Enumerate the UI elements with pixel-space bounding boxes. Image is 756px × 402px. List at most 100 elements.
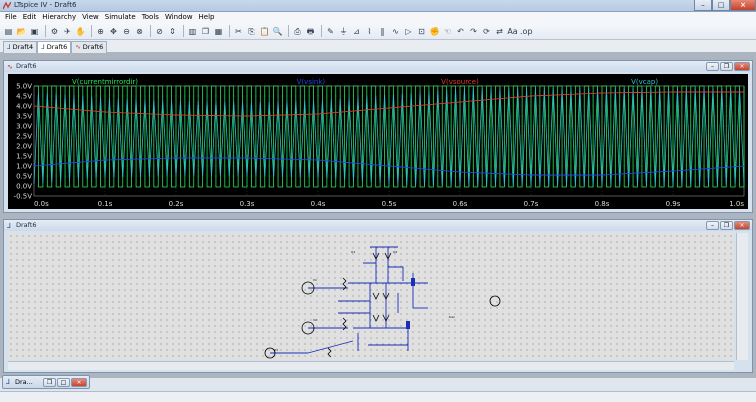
rotate-icon[interactable]: ⟳ <box>483 26 490 36</box>
mirror-icon[interactable]: ⇄ <box>496 26 503 36</box>
menu-view[interactable]: View <box>82 13 99 21</box>
control-panel-icon[interactable]: ⚙ <box>50 26 59 36</box>
y-tick-label: -0.5V <box>14 193 33 201</box>
y-tick-label: 0.0V <box>16 183 32 191</box>
save-icon[interactable]: ▣ <box>30 26 39 36</box>
x-tick-label: 0.0s <box>34 200 49 208</box>
maximize-button[interactable]: □ <box>57 378 70 387</box>
redo-icon[interactable]: ↷ <box>470 26 477 36</box>
restore-button[interactable]: ❐ <box>720 221 733 230</box>
print-preview-icon[interactable]: ⎙ <box>294 26 301 36</box>
menu-hierarchy[interactable]: Hierarchy <box>42 13 77 21</box>
resistor-icon[interactable]: ⌇ <box>367 26 372 36</box>
copy-icon[interactable]: ⎘ <box>248 26 255 36</box>
new-schematic-icon[interactable]: ▤ <box>4 26 13 36</box>
schematic-icon: ⅃ <box>6 378 10 386</box>
undo-icon[interactable]: ↶ <box>457 26 464 36</box>
minimize-button[interactable]: – <box>706 221 719 230</box>
menu-simulate[interactable]: Simulate <box>104 13 136 21</box>
y-tick-label: 1.0V <box>16 163 32 171</box>
minimize-button[interactable]: – <box>706 62 719 71</box>
component-icon[interactable]: ⊡ <box>418 26 425 36</box>
waveform-plot[interactable]: 5.0V4.5V4.0V3.5V3.0V2.5V2.0V1.5V1.0V0.5V… <box>8 74 750 211</box>
cancel-zoom-icon[interactable]: ⊘ <box>156 26 163 36</box>
label-net-icon[interactable]: ⊿ <box>353 26 360 36</box>
text-icon[interactable]: Aa <box>507 26 518 36</box>
y-tick-label: 2.0V <box>16 143 32 151</box>
y-tick-label: 4.0V <box>16 103 32 111</box>
capacitor-icon[interactable]: ‖ <box>380 26 385 36</box>
series-vsource-line <box>33 91 744 117</box>
minimize-button[interactable]: – <box>694 0 712 11</box>
window-title: LTspice IV - Draft6 <box>14 1 77 9</box>
tile-horizontal-icon[interactable]: ▥ <box>188 26 197 36</box>
ground-icon[interactable]: ⏚ <box>339 26 348 36</box>
inductor-icon[interactable]: ∿ <box>392 26 399 36</box>
close-button[interactable]: × <box>71 378 87 387</box>
tab-draft6-schematic[interactable]: ⅃Draft6 <box>37 41 72 53</box>
status-bar <box>0 391 756 402</box>
autorange-icon[interactable]: ⇕ <box>169 26 176 36</box>
waveform-window-titlebar[interactable]: ∿ Draft6 – ❐ × <box>4 61 752 72</box>
schematic-icon: ⅃ <box>7 222 11 230</box>
schematic-window-titlebar[interactable]: ⅃ Draft6 – ❐ × <box>4 220 752 231</box>
x-tick-label: 0.1s <box>98 200 113 208</box>
tab-draft6-waveform[interactable]: ∿Draft6 <box>71 41 108 53</box>
x-tick-label: 0.2s <box>169 200 184 208</box>
diode-icon[interactable]: ▷ <box>405 26 412 36</box>
waveform-icon: ∿ <box>7 63 13 71</box>
waveform-icon: ∿ <box>75 43 81 51</box>
find-icon[interactable]: 🔍 <box>272 26 283 36</box>
close-button[interactable]: × <box>730 0 756 11</box>
tab-draft4[interactable]: ⅃Draft4 <box>3 41 38 53</box>
menu-window[interactable]: Window <box>164 13 193 21</box>
y-tick-label: 0.5V <box>16 173 32 181</box>
restore-button[interactable]: ❐ <box>43 378 56 387</box>
pan-icon[interactable]: ✥ <box>110 26 117 36</box>
run-icon[interactable]: ✈ <box>64 26 71 36</box>
document-tabs: ⅃Draft4 ⅃Draft6 ∿Draft6 <box>0 40 756 53</box>
spice-directive-icon[interactable]: .op <box>520 26 533 36</box>
tile-vertical-icon[interactable]: ▦ <box>214 26 223 36</box>
zoom-in-icon[interactable]: ⊕ <box>97 26 104 36</box>
menu-file[interactable]: File <box>5 13 17 21</box>
cascade-icon[interactable]: ❐ <box>201 26 210 36</box>
y-tick-label: 1.5V <box>16 153 32 161</box>
y-tick-label: 2.5V <box>16 133 32 141</box>
close-button[interactable]: × <box>734 62 750 71</box>
menu-edit[interactable]: Edit <box>22 13 37 21</box>
toolbar: ▤ 📂 ▣ ⚙ ✈ ✋ ⊕ ✥ ⊖ ⊗ ⊘ ⇕ ▥ ❐ ▦ ✂ ⎘ 📋 🔍 ⎙ … <box>0 23 756 40</box>
svg-text:V1: V1 <box>313 278 317 282</box>
schematic-window: ⅃ Draft6 – ❐ × <box>3 219 753 373</box>
zoom-out-icon[interactable]: ⊖ <box>123 26 130 36</box>
y-tick-label: 3.5V <box>16 113 32 121</box>
menu-help[interactable]: Help <box>198 13 215 21</box>
move-icon[interactable]: ✊ <box>429 26 440 36</box>
open-icon[interactable]: 📂 <box>16 26 27 36</box>
x-tick-label: 0.8s <box>595 200 610 208</box>
zoom-fit-icon[interactable]: ⊗ <box>136 26 143 36</box>
horizontal-scrollbar[interactable] <box>8 361 734 370</box>
maximize-button[interactable]: □ <box>712 0 730 11</box>
minimized-window[interactable]: ⅃ Dra... ❐ □ × <box>2 375 90 389</box>
draw-wire-icon[interactable]: ✎ <box>327 26 334 36</box>
print-icon[interactable]: 🖶 <box>306 26 315 36</box>
close-button[interactable]: × <box>734 221 750 230</box>
cut-icon[interactable]: ✂ <box>235 26 242 36</box>
menu-tools[interactable]: Tools <box>141 13 159 21</box>
drag-icon[interactable]: ☜ <box>443 26 452 36</box>
x-tick-label: 0.5s <box>382 200 397 208</box>
svg-text:V3: V3 <box>274 348 278 352</box>
vertical-scrollbar[interactable] <box>736 233 748 360</box>
halt-icon[interactable]: ✋ <box>75 26 86 36</box>
x-tick-label: 0.4s <box>311 200 326 208</box>
paste-icon[interactable]: 📋 <box>259 26 270 36</box>
restore-button[interactable]: ❐ <box>720 62 733 71</box>
y-tick-label: 4.5V <box>16 93 32 101</box>
svg-text:V2: V2 <box>313 318 317 322</box>
x-tick-label: 0.6s <box>453 200 468 208</box>
